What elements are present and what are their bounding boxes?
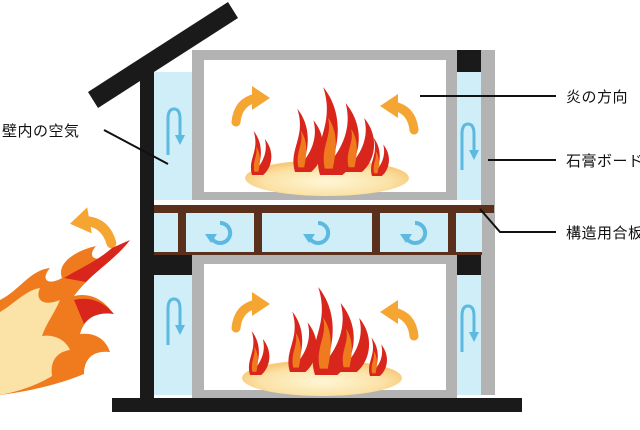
- ground-slab: [112, 398, 522, 412]
- label-flame-direction: 炎の方向: [566, 88, 629, 106]
- right-wall-cap-upper: [455, 50, 481, 72]
- left-wall-frame: [140, 70, 154, 400]
- floor-joist-3: [372, 205, 380, 255]
- outside-flame-arrow-icon: [68, 204, 112, 249]
- roof: [88, 2, 238, 108]
- lower-fire-glow: [242, 360, 402, 396]
- label-gypsum-board: 石膏ボード: [566, 152, 640, 170]
- floor-joist-1: [178, 205, 186, 255]
- floor-bottom-edge: [154, 252, 482, 255]
- upper-fire-glow: [245, 160, 409, 196]
- structural-plywood: [154, 205, 494, 213]
- left-wall-cap-lower: [154, 255, 194, 275]
- floor-cavity: [154, 208, 482, 255]
- label-structural-plywood: 構造用合板: [566, 224, 640, 242]
- left-wall-cavity-lower: [154, 255, 194, 395]
- leader-structural-plywood: [479, 208, 556, 233]
- leader-wall-air: [103, 129, 169, 165]
- floor-joist-2: [254, 205, 262, 255]
- right-wall-cavity-upper: [455, 70, 481, 200]
- floor-joist-4: [448, 205, 456, 255]
- outside-fire-icon: [0, 240, 130, 395]
- left-wall-cavity-upper: [154, 72, 194, 200]
- right-wall-cap-lower: [455, 255, 481, 275]
- right-gypsum-board: [481, 50, 495, 395]
- label-wall-air: 壁内の空気: [2, 122, 80, 140]
